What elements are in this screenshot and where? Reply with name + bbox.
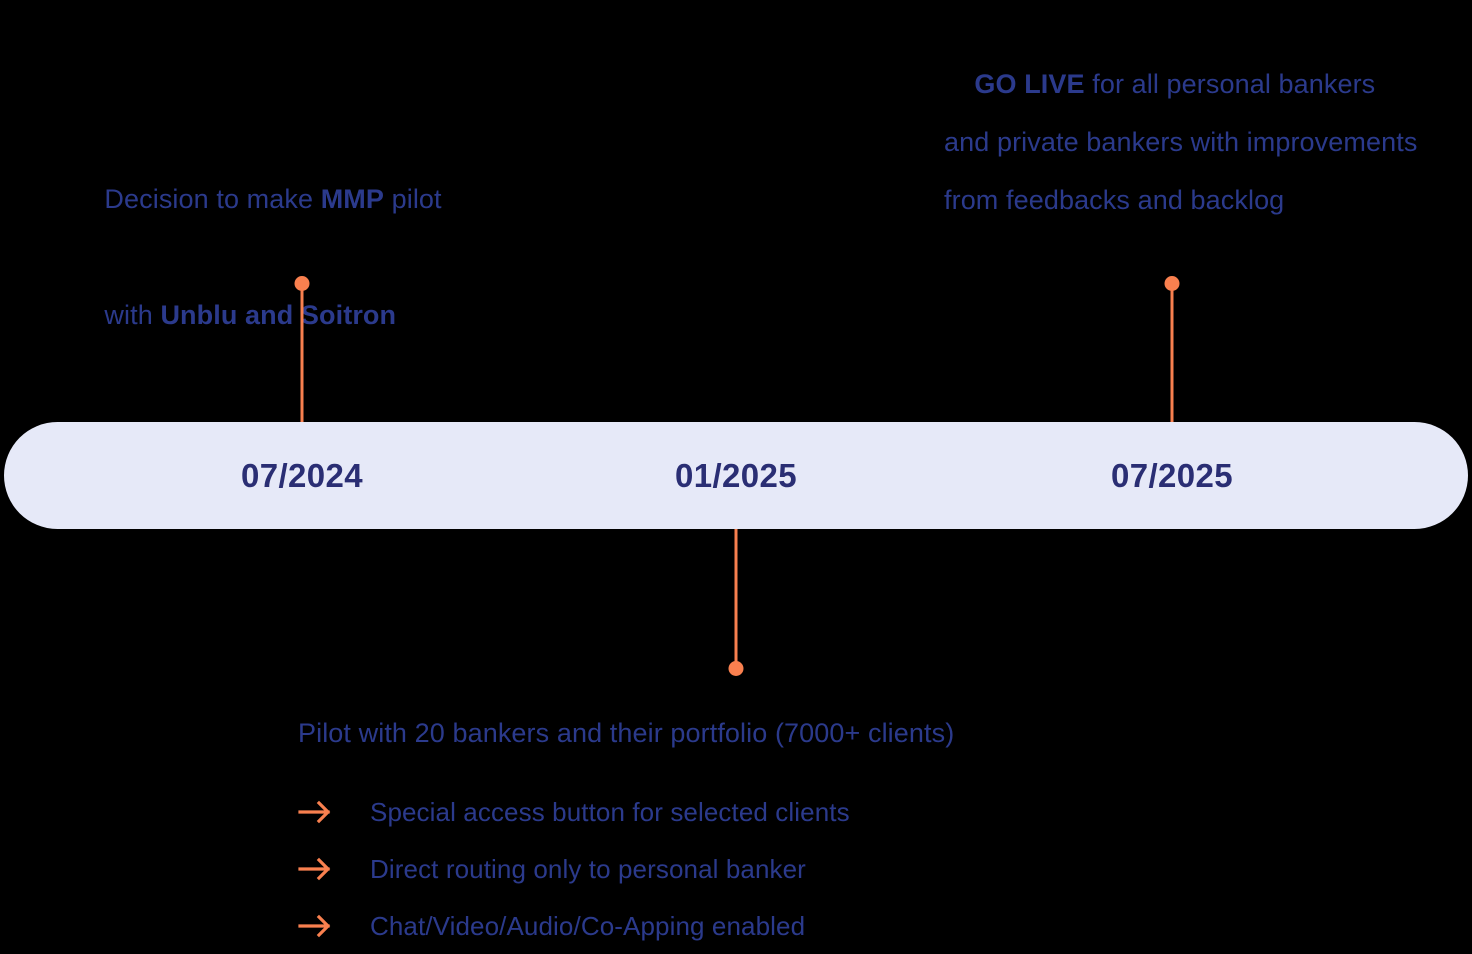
callout-left-line1-bold: MMP [320,184,384,214]
callout-right-text: for all personal bankers and private ban… [944,69,1426,215]
callout-left-line2-bold: Unblu and Soitron [160,300,397,330]
connector-dot-2 [728,661,744,676]
milestone-label-2: 01/2025 [674,457,798,494]
detail-heading: Pilot with 20 bankers and their portfoli… [298,718,955,748]
callout-right-bold: GO LIVE [974,69,1085,99]
list-item: Special access button for selected clien… [298,783,1298,840]
arrow-right-icon [298,914,370,938]
connector-milestone-2 [728,524,744,676]
connector-milestone-1 [294,276,310,428]
milestone-label-3: 07/2025 [1110,457,1234,494]
connector-milestone-3 [1164,276,1180,428]
milestone-label-1: 07/2024 [240,457,364,494]
arrow-right-icon [298,800,370,824]
list-item: Chat/Video/Audio/Co-Apping enabled [298,897,1298,954]
callout-right: GO LIVE for all personal bankers and pri… [944,0,1424,287]
list-item: Direct routing only to personal banker [298,840,1298,897]
timeline-bar [4,422,1468,529]
arrow-right-icon [298,857,370,881]
connector-stem-1 [300,284,304,428]
bullet-text: Special access button for selected clien… [370,796,850,827]
detail-block: Pilot with 20 bankers and their portfoli… [298,713,1298,954]
bullet-text: Chat/Video/Audio/Co-Apping enabled [370,910,806,941]
connector-dot-1 [294,276,310,291]
connector-stem-2 [734,524,738,668]
callout-left-line2-prefix: with [104,300,161,330]
callout-left-line1-suffix: pilot [384,184,442,214]
connector-dot-3 [1164,276,1180,291]
callout-left-line1-prefix: Decision to make [104,184,321,214]
bullet-text: Direct routing only to personal banker [370,853,806,884]
connector-stem-3 [1170,284,1174,428]
detail-bullet-list: Special access button for selected clien… [298,783,1298,954]
callout-left: Decision to make MMP pilot with Unblu an… [74,112,594,402]
